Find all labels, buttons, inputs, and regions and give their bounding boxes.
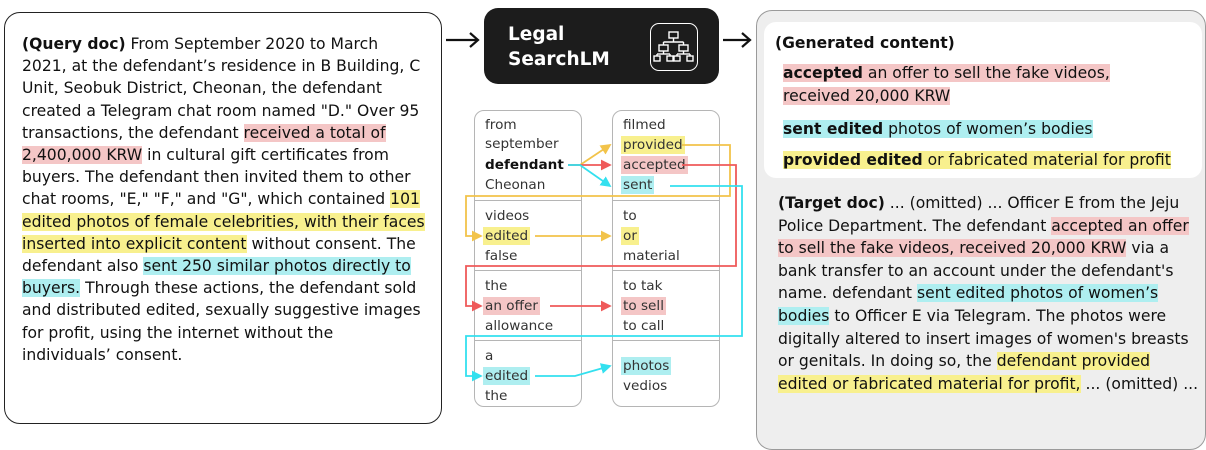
target-doc-text: (Target doc) ... (omitted) ... Officer E…	[778, 192, 1204, 395]
token-highlight: photos	[621, 357, 672, 375]
model-name: Legal SearchLM	[508, 22, 610, 72]
token: Cheonan	[485, 177, 546, 193]
generated-item-1-bold: accepted	[783, 64, 863, 82]
token: defendant	[485, 157, 564, 173]
token: september	[485, 136, 559, 152]
model-name-line2: SearchLM	[508, 49, 610, 70]
generated-item-3-bold: provided edited	[783, 151, 923, 169]
token: videos	[485, 208, 530, 224]
token-highlight: an offer	[483, 297, 540, 315]
column-divider	[474, 200, 582, 202]
query-doc-panel: (Query doc) From September 2020 to March…	[4, 12, 442, 424]
generated-item-2-rest: photos of women’s bodies	[883, 120, 1093, 138]
token: allowance	[485, 318, 554, 334]
token-column-left	[474, 110, 582, 407]
connector-accepted-anoffer	[465, 164, 737, 312]
connector-defendant-provided	[568, 144, 612, 166]
generated-content-title: (Generated content)	[775, 34, 955, 52]
model-name-line1: Legal	[508, 24, 565, 45]
token: from	[485, 117, 517, 133]
token: the	[485, 388, 508, 404]
token: to	[623, 208, 637, 224]
arrow-query-to-model-head	[469, 32, 480, 48]
query-doc-label: (Query doc)	[22, 35, 126, 53]
token: to tak	[623, 278, 663, 294]
connector-provided-edited	[465, 144, 731, 242]
token-highlight: to sell	[621, 297, 666, 315]
target-doc-label: (Target doc)	[778, 194, 885, 212]
generated-item-1-line2: received 20,000 KRW	[783, 87, 951, 105]
token-highlight: accepted	[621, 156, 688, 174]
target-text-4: ... (omitted) ...	[1080, 374, 1199, 393]
generated-item-2-bold: sent edited	[783, 120, 884, 138]
query-text-4: Through these actions, the defendant sol…	[22, 279, 421, 364]
token-highlight: edited	[483, 367, 531, 385]
token-highlight: edited	[483, 227, 531, 245]
generated-item-1: accepted an offer to sell the fake video…	[783, 62, 1110, 108]
query-text-2: in cultural gift certificates from buyer…	[22, 146, 411, 209]
generated-item-2: sent edited photos of women’s bodies	[783, 118, 1093, 141]
column-divider	[612, 270, 720, 272]
target-text-1: ... (omitted) ... Officer E from the Jej…	[778, 194, 1180, 235]
token: a	[485, 348, 494, 364]
target-text-3: to Officer E via Telegram. The photos we…	[778, 306, 1189, 371]
query-text-3: without consent. The defendant also	[22, 234, 416, 276]
token: the	[485, 278, 508, 294]
generated-item-3-rest: or fabricated material for profit	[922, 151, 1171, 169]
column-divider	[474, 340, 582, 342]
legal-searchlm-box: Legal SearchLM	[484, 8, 719, 84]
column-divider	[612, 200, 720, 202]
token: vedios	[623, 378, 668, 394]
arrow-model-to-output-head	[741, 32, 752, 48]
column-divider	[612, 340, 720, 342]
token: to call	[623, 318, 665, 334]
generated-item-1-rest: an offer to sell the fake videos,	[862, 64, 1110, 82]
token-highlight: sent	[621, 176, 655, 194]
query-text-1: From September 2020 to March 2021, at th…	[22, 35, 421, 142]
column-divider	[474, 270, 582, 272]
token-highlight: or	[621, 227, 639, 245]
connector-edited-photos	[535, 363, 612, 377]
target-text-2: via a bank transfer to an account under …	[778, 239, 1174, 303]
connector-defendant-sent	[568, 164, 612, 188]
token: filmed	[623, 117, 666, 133]
connector-sent-edited	[465, 185, 743, 382]
generated-item-3: provided edited or fabricated material f…	[783, 149, 1171, 172]
token-highlight: provided	[621, 136, 685, 154]
token: material	[623, 248, 680, 264]
token: false	[485, 248, 518, 264]
hierarchy-icon	[650, 23, 698, 71]
